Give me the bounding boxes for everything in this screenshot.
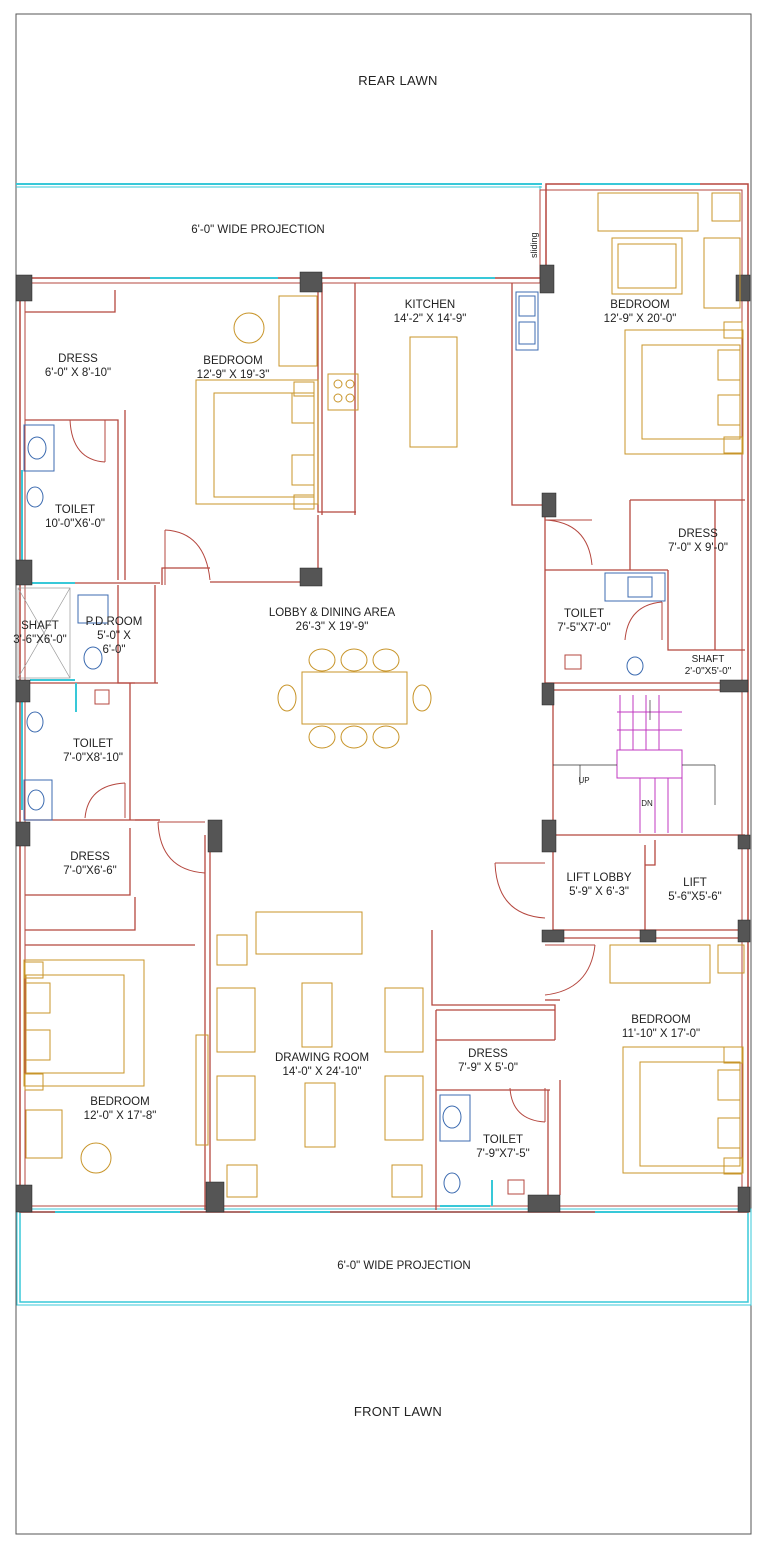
stair-up-mark: UP <box>578 776 590 785</box>
lift-label: LIFT 5'-6"X5'-6" <box>668 876 721 904</box>
dress-right-name: DRESS <box>678 528 718 540</box>
site-boundary <box>15 13 752 1535</box>
drawing-room-label: DRAWING ROOM 14'-0" X 24'-10" <box>275 1051 369 1079</box>
shaft-left-label: SHAFT 3'-6"X6'-0" <box>13 619 66 647</box>
staircase <box>616 695 683 833</box>
bedroom-bottom-right-label: BEDROOM 11'-10" X 17'-0" <box>622 1013 700 1041</box>
bedroom-bottom-left-label: BEDROOM 12'-0" X 17'-8" <box>84 1095 157 1123</box>
lift-size: 5'-6"X5'-6" <box>668 891 722 903</box>
kitchen-name: KITCHEN <box>404 299 456 311</box>
beds <box>23 192 745 1175</box>
bedroom-bottom-right-name: BEDROOM <box>631 1014 691 1026</box>
toilet-mid-left-size: 7'-0"X8'-10" <box>63 752 123 764</box>
shaft-left-name: SHAFT <box>21 620 59 632</box>
doors <box>69 419 663 1123</box>
dress-top-left-name: DRESS <box>58 353 98 365</box>
pd-room-size-a: 5'-0" X <box>97 630 131 642</box>
lobby-size: 26'-3" X 19'-9" <box>295 621 369 633</box>
dress-bottom-size: 7'-9" X 5'-0" <box>458 1062 518 1074</box>
front-projection <box>16 1208 752 1306</box>
kitchen-sink <box>515 291 539 351</box>
toilet-top-left-label: TOILET 10'-0"X6'-0" <box>45 503 105 531</box>
dress-bottom-name: DRESS <box>468 1048 508 1060</box>
shaft-hatch <box>17 587 71 679</box>
kitchen-counter <box>327 336 458 448</box>
stair-dn-mark: DN <box>641 799 653 808</box>
dress-right-label: DRESS 7'-0" X 9'-0" <box>668 527 728 555</box>
drawing-room-furniture <box>195 911 424 1198</box>
dress-top-left-size: 6'-0" X 8'-10" <box>44 367 112 379</box>
toilet-top-left-size: 10'-0"X6'-0" <box>45 518 105 530</box>
lobby-name: LOBBY & DINING AREA <box>268 607 396 619</box>
lobby-label: LOBBY & DINING AREA 26'-3" X 19'-9" <box>269 606 395 634</box>
dress-bottom-label: DRESS 7'-9" X 5'-0" <box>458 1047 518 1075</box>
bedroom-center-size: 12'-9" X 19'-3" <box>196 369 270 381</box>
dress-right-size: 7'-0" X 9'-0" <box>668 542 728 554</box>
dress-mid-left-size: 7'-0"X6'-6" <box>63 865 117 877</box>
dining-table <box>277 648 432 749</box>
shaft-left-size: 3'-6"X6'-0" <box>13 634 67 646</box>
shaft-right-name: SHAFT <box>691 654 725 665</box>
rear-projection-label: 6'-0" WIDE PROJECTION <box>191 224 325 236</box>
rear-lawn-label: REAR LAWN <box>358 73 438 88</box>
bathroom-fixtures <box>23 424 666 1195</box>
columns <box>15 264 751 1213</box>
bedroom-top-right-label: BEDROOM 12'-9" X 20'-0" <box>604 298 677 326</box>
exterior-walls <box>19 183 749 1213</box>
bedroom-center-name: BEDROOM <box>203 355 263 367</box>
kitchen-label: KITCHEN 14'-2" X 14'-9" <box>394 298 467 326</box>
lift-lobby-size: 5'-9" X 6'-3" <box>569 886 629 898</box>
toilet-bottom-label: TOILET 7'-9"X7'-5" <box>476 1133 529 1161</box>
lift-name: LIFT <box>683 877 707 889</box>
stair-arrows <box>553 700 716 805</box>
toilet-right-label: TOILET 7'-5"X7'-0" <box>557 607 610 635</box>
toilet-bottom-size: 7'-9"X7'-5" <box>476 1148 530 1160</box>
toilet-mid-left-name: TOILET <box>72 738 114 750</box>
toilet-top-left-name: TOILET <box>54 504 96 516</box>
toilet-mid-left-label: TOILET 7'-0"X8'-10" <box>63 737 123 765</box>
sliding-label: sliding <box>529 232 539 258</box>
drawing-room-name: DRAWING ROOM <box>274 1052 370 1064</box>
bedroom-bottom-left-name: BEDROOM <box>90 1096 150 1108</box>
front-lawn-label: FRONT LAWN <box>353 1404 443 1419</box>
bedroom-top-right-size: 12'-9" X 20'-0" <box>603 313 677 325</box>
bedroom-top-right-name: BEDROOM <box>610 299 670 311</box>
bedroom-center-label: BEDROOM 12'-9" X 19'-3" <box>197 354 270 382</box>
pd-room-name: P.D.ROOM <box>85 616 143 628</box>
bedroom-bottom-left-size: 12'-0" X 17'-8" <box>83 1110 157 1122</box>
toilet-right-name: TOILET <box>563 608 605 620</box>
toilet-right-size: 7'-5"X7'-0" <box>557 622 611 634</box>
dress-mid-left-label: DRESS 7'-0"X6'-6" <box>63 850 116 878</box>
dress-mid-left-name: DRESS <box>70 851 110 863</box>
bedroom-bottom-right-size: 11'-10" X 17'-0" <box>621 1028 701 1040</box>
dress-top-left-label: DRESS 6'-0" X 8'-10" <box>45 352 111 380</box>
toilet-bottom-name: TOILET <box>482 1134 524 1146</box>
lift-lobby-name: LIFT LOBBY <box>566 872 632 884</box>
front-projection-label: 6'-0" WIDE PROJECTION <box>337 1260 471 1272</box>
shaft-right-size: 2'-0"X5'-0" <box>684 666 732 677</box>
windows <box>21 183 720 1213</box>
lift-lobby-label: LIFT LOBBY 5'-9" X 6'-3" <box>567 871 632 899</box>
drawing-room-size: 14'-0" X 24'-10" <box>282 1066 362 1078</box>
pd-room-label: P.D.ROOM 5'-0" X 6'-0" <box>86 615 143 657</box>
pd-room-size-b: 6'-0" <box>102 644 126 656</box>
kitchen-size: 14'-2" X 14'-9" <box>393 313 467 325</box>
interior-walls <box>25 283 745 1210</box>
